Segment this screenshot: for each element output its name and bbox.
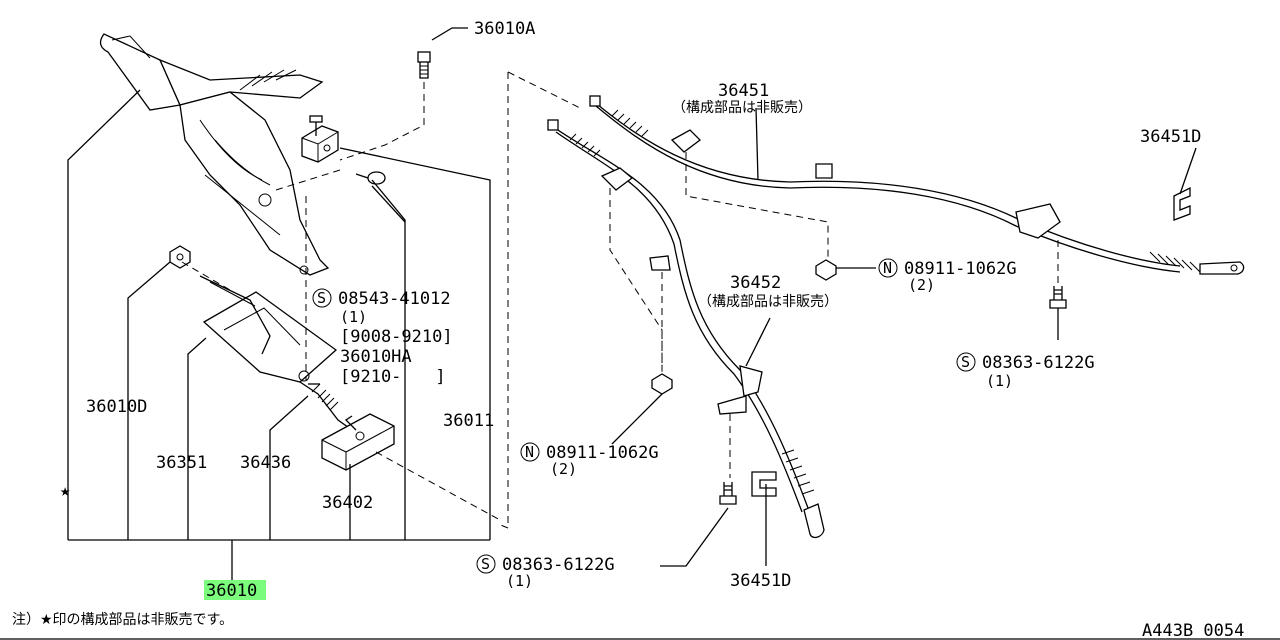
symbol-s-08543: S [312,288,332,308]
label-08363-bottom: 08363-6122G [502,555,615,575]
bolt-08363-bottom [719,482,737,505]
label-08911-right-qty: (2) [908,276,935,294]
equalizer-36402 [321,413,395,471]
bolt-08363-right [1049,286,1067,309]
footer-note: 注）★印の構成部品は非販売です。 [12,612,233,628]
label-36010: 36010 [206,581,257,601]
adjuster-rod [299,381,353,431]
star-symbol: ★ [60,481,70,501]
nut-08911-mid [651,373,673,395]
label-36452-note: （構成部品は非販売） [698,294,838,310]
label-36451: 36451 [718,81,769,101]
label-08363-right: 08363-6122G [982,353,1095,373]
screw-08543-41012 [355,171,386,185]
label-36436: 36436 [240,453,291,473]
label-36010HA: 36010HA [340,347,412,367]
bolt-36010A [339,51,431,161]
highlight-36010 [204,580,266,600]
clip-36451D-bottom [751,471,777,497]
parking-brake-lever-cover [99,33,330,276]
lever-base-plate [199,275,338,383]
label-08911-right: 08911-1062G [904,259,1017,279]
label-36010D: 36010D [86,397,147,417]
symbol-s-letter: S [481,555,490,573]
symbol-n-letter: N [525,443,534,461]
figure-code: A443B 0054 [1142,621,1244,640]
symbol-s-letter: S [317,289,326,307]
label-36010A: 36010A [474,19,535,39]
label-08543-qty: (1) [340,308,367,326]
rear-cable-36451 [589,95,1245,275]
symbol-s-08363-right: S [956,352,976,372]
nut-08911-right [815,259,837,281]
cable-clamp-block [301,115,339,163]
symbol-n-letter: N [883,259,892,277]
label-range-9008: [9008-9210] [340,327,453,347]
symbol-s-letter: S [961,353,970,371]
label-36011: 36011 [443,411,494,431]
symbol-n-08911-right: N [878,258,898,278]
label-36402: 36402 [322,493,373,513]
label-36452: 36452 [730,273,781,293]
label-08911-mid-qty: (2) [550,460,577,478]
symbol-n-08911-mid: N [520,442,540,462]
label-36351: 36351 [156,453,207,473]
label-36451D-top: 36451D [1140,127,1201,147]
symbol-s-08363-bottom: S [476,554,496,574]
label-36451-note: （構成部品は非販売） [672,100,812,116]
label-range-9210: [9210- ] [340,367,446,387]
label-08543-41012: 08543-41012 [338,289,451,309]
label-08363-right-qty: (1) [986,372,1013,390]
clip-36451D-top [1173,186,1191,221]
group-bracket-36010 [67,89,491,580]
label-08363-bottom-qty: (1) [506,572,533,590]
label-08911-mid: 08911-1062G [546,443,659,463]
rear-cable-36452 [547,119,825,539]
label-36451D-bottom: 36451D [730,571,791,591]
